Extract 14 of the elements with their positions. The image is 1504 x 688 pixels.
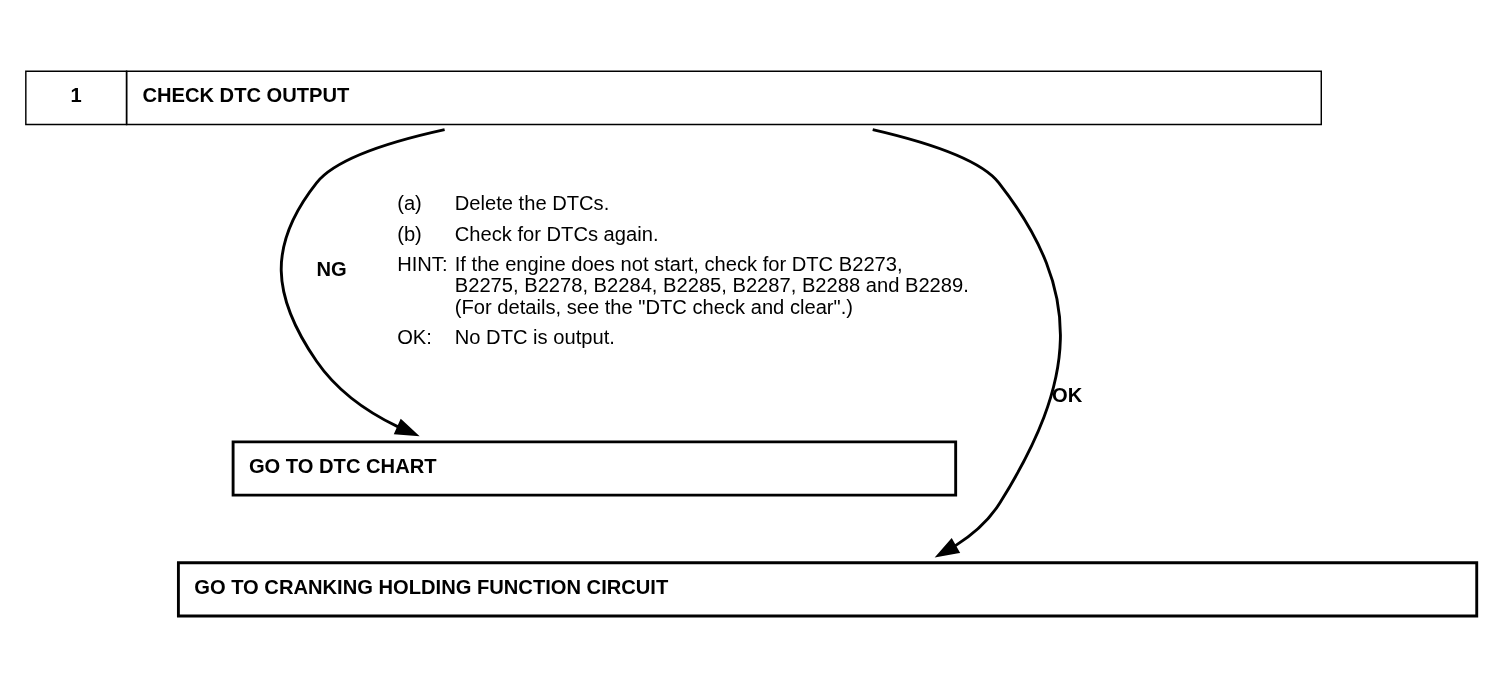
edge-label: NG (316, 257, 347, 280)
label: If the engine does not start, check for DTC B2273, B2275, B2278, B2284, B2285, B2287, B2288 and B2289. (For details, see the "DTC check and clear".) (454, 252, 969, 319)
label: HINT: (397, 252, 448, 275)
label: (b) (397, 222, 422, 245)
label: Check for DTCs again. (454, 222, 659, 245)
node-box: GO TO DTC CHART (231, 440, 958, 497)
arrow (872, 128, 1062, 558)
arrow (279, 128, 445, 437)
edge-label: OK (1052, 383, 1083, 406)
label: OK: (397, 326, 432, 349)
label: (a) (397, 192, 422, 215)
label: No DTC is output. (454, 326, 615, 349)
label: Delete the DTCs. (454, 192, 610, 215)
node-box: GO TO CRANKING HOLDING FUNCTION CIRCUIT (176, 561, 1479, 618)
